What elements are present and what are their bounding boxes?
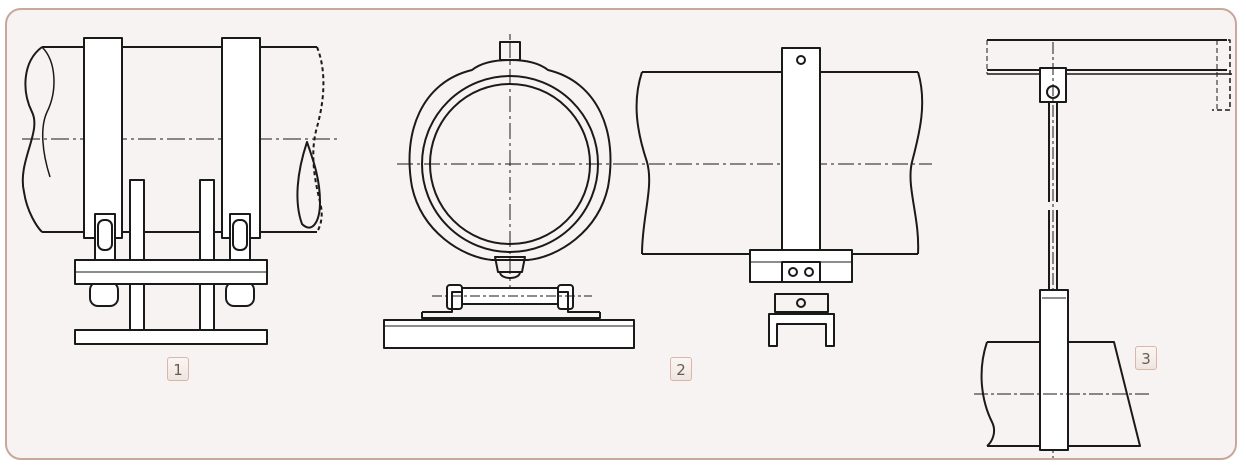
figure-frame: 1 2 3 xyxy=(5,8,1237,460)
figure-label-1: 1 xyxy=(167,357,189,381)
figure-label-2: 2 xyxy=(670,357,692,381)
support-1-u-bolt-clamp xyxy=(21,37,337,345)
figure-label-3: 3 xyxy=(1135,346,1157,370)
support-2-ring-clamp-front xyxy=(383,34,635,349)
pipe-support-drawing xyxy=(21,34,1232,458)
support-2-strap-shoe-side xyxy=(622,47,932,347)
support-3-hanger-rod xyxy=(974,39,1232,458)
